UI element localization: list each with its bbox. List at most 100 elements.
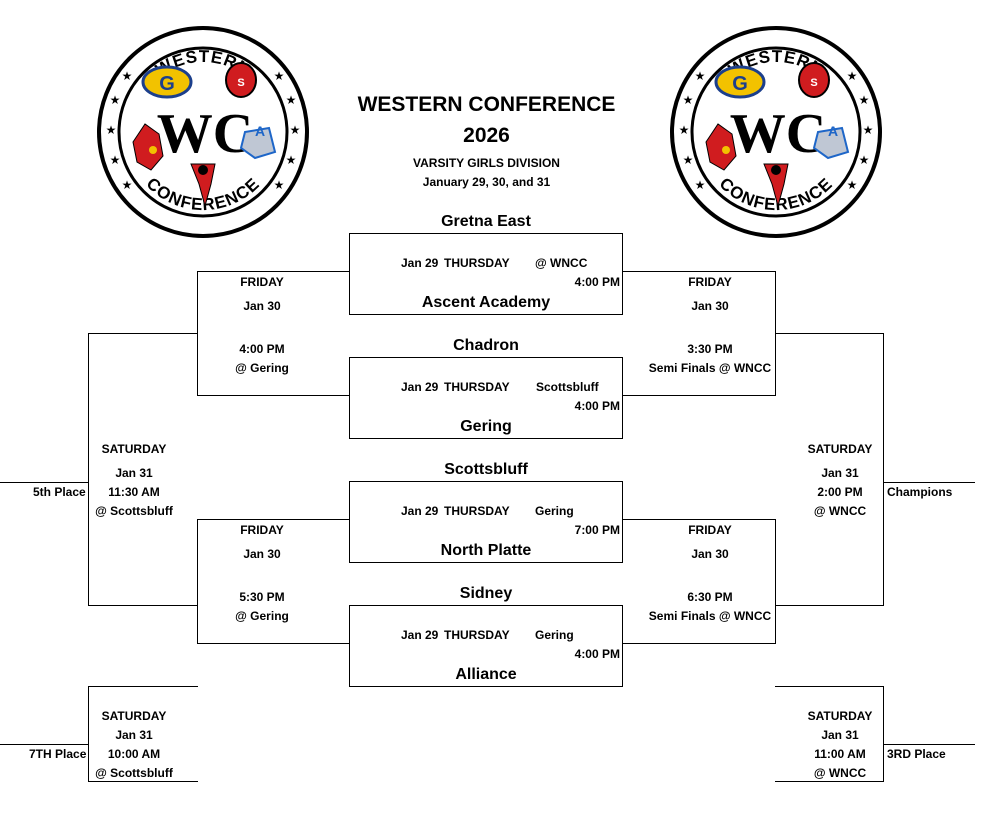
consolation-box-2 (197, 519, 350, 644)
semifinal-site: Semi Finals @ WNCC (648, 609, 772, 623)
fifth-place-box (88, 333, 198, 606)
cardinal-icon (132, 123, 164, 171)
fifth-place-line (0, 482, 89, 483)
third-place-day: SATURDAY (807, 709, 873, 723)
game-box-3 (349, 481, 623, 563)
game-box-4 (349, 605, 623, 687)
game-site: Gering (535, 504, 574, 518)
consolation-day: FRIDAY (240, 523, 284, 537)
champions-line (883, 482, 975, 483)
consolation-site: @ Gering (235, 609, 289, 623)
seventh-place-day: SATURDAY (101, 709, 167, 723)
game-time: 4:00 PM (574, 275, 620, 289)
game-day: THURSDAY (444, 504, 510, 518)
page-title: WESTERN CONFERENCE (357, 93, 616, 116)
svg-text:A: A (828, 123, 838, 139)
game-site: @ WNCC (535, 256, 588, 270)
consolation-day: FRIDAY (240, 275, 284, 289)
svg-text:G: G (159, 73, 175, 95)
seventh-place-site: @ Scottsbluff (95, 766, 173, 780)
championship-box (775, 333, 884, 606)
semifinal-date: Jan 30 (691, 547, 729, 561)
raider-icon (763, 163, 789, 208)
team-sidney: Sidney (459, 585, 513, 602)
cardinal-icon (705, 123, 737, 171)
semifinal-site: Semi Finals @ WNCC (648, 361, 772, 375)
svg-text:★: ★ (122, 178, 133, 192)
consolation-date: Jan 30 (243, 299, 281, 313)
gretna-g-icon (141, 65, 193, 99)
bulldog-icon (812, 126, 850, 160)
consolation-date: Jan 30 (243, 547, 281, 561)
fifth-place-time: 11:30 AM (108, 485, 160, 499)
semifinal-time: 6:30 PM (687, 590, 733, 604)
game-box-1 (349, 233, 623, 315)
svg-text:★: ★ (290, 123, 301, 137)
consolation-time: 5:30 PM (239, 590, 285, 604)
seventh-place-time: 10:00 AM (107, 747, 161, 761)
team-north-platte: North Platte (440, 542, 532, 559)
championship-date: Jan 31 (821, 466, 859, 480)
championship-time: 2:00 PM (817, 485, 863, 499)
game-date: Jan 29 (401, 256, 439, 270)
champions-label: Champions (887, 485, 953, 499)
svg-text:★: ★ (863, 123, 874, 137)
game-time: 7:00 PM (574, 523, 620, 537)
svg-text:★: ★ (274, 178, 285, 192)
conference-logo-right: WESTERN CONFERENCE ★★★★★ ★★★★★ G S WC A (670, 26, 882, 238)
third-place-label: 3RD Place (887, 747, 946, 761)
game-day: THURSDAY (444, 380, 510, 394)
page-year: 2026 (463, 124, 510, 147)
gretna-g-icon (714, 65, 766, 99)
svg-text:★: ★ (847, 178, 858, 192)
svg-text:G: G (732, 73, 748, 95)
raider-icon (190, 163, 216, 208)
game-box-2 (349, 357, 623, 439)
semifinal-day: FRIDAY (688, 275, 732, 289)
championship-site: @ WNCC (813, 504, 867, 518)
svg-text:★: ★ (122, 69, 133, 83)
svg-text:★: ★ (110, 93, 121, 107)
game-date: Jan 29 (401, 380, 439, 394)
third-place-line (883, 744, 975, 745)
game-time: 4:00 PM (574, 399, 620, 413)
svg-text:★: ★ (274, 69, 285, 83)
game-time: 4:00 PM (574, 647, 620, 661)
svg-text:★: ★ (286, 93, 297, 107)
svg-text:WC: WC (730, 103, 826, 165)
consolation-time: 4:00 PM (239, 342, 285, 356)
logo-center-text: WC (157, 103, 253, 165)
paw-icon (798, 62, 830, 98)
championship-day: SATURDAY (807, 442, 873, 456)
semifinal-date: Jan 30 (691, 299, 729, 313)
fifth-place-site: @ Scottsbluff (95, 504, 173, 518)
team-gretna-east: Gretna East (441, 213, 531, 230)
fifth-place-label: 5th Place (33, 485, 86, 499)
game-site: Gering (535, 628, 574, 642)
svg-text:★: ★ (695, 69, 706, 83)
svg-text:S: S (810, 77, 817, 89)
tournament-dates: January 29, 30, and 31 (422, 175, 551, 189)
division-label: VARSITY GIRLS DIVISION (413, 156, 560, 170)
svg-text:★: ★ (695, 178, 706, 192)
svg-text:★: ★ (106, 123, 117, 137)
svg-text:★: ★ (859, 153, 870, 167)
game-date: Jan 29 (401, 504, 439, 518)
consolation-box-1 (197, 271, 350, 396)
semifinal-box-2 (622, 519, 776, 644)
paw-icon (225, 62, 257, 98)
game-day: THURSDAY (444, 628, 510, 642)
third-place-site: @ WNCC (813, 766, 867, 780)
svg-text:★: ★ (286, 153, 297, 167)
fifth-place-day: SATURDAY (101, 442, 167, 456)
game-site: Scottsbluff (536, 380, 599, 394)
semifinal-box-1 (622, 271, 776, 396)
svg-text:★: ★ (679, 123, 690, 137)
seventh-place-label: 7TH Place (29, 747, 87, 761)
semifinal-time: 3:30 PM (687, 342, 733, 356)
svg-text:S: S (237, 77, 244, 89)
team-gering: Gering (460, 418, 512, 435)
game-day: THURSDAY (444, 256, 510, 270)
svg-text:★: ★ (859, 93, 870, 107)
team-ascent-academy: Ascent Academy (421, 294, 551, 311)
